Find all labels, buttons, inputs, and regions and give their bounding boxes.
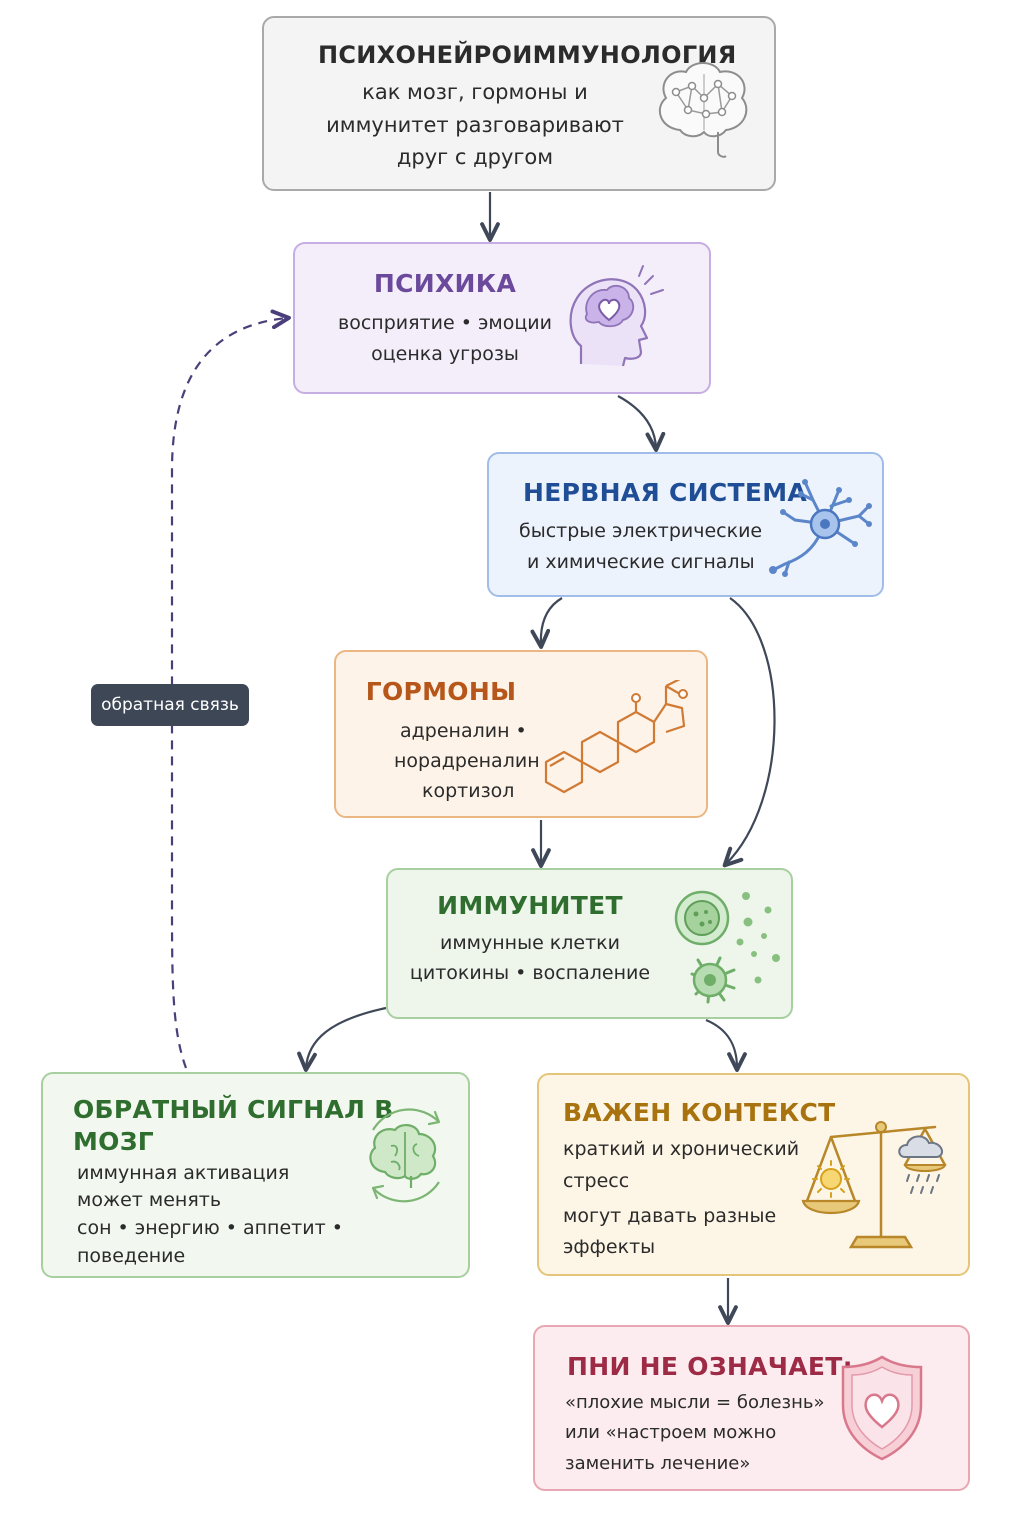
nervous-system-box: НЕРВНАЯ СИСТЕМА быстрые электрические и … — [487, 452, 884, 597]
pni-not-means-box: ПНИ НЕ ОЗНАЧАЕТ: «плохие мысли = болезнь… — [533, 1325, 970, 1491]
brain-network-icon — [658, 62, 748, 158]
feedback-dashed-arrow — [170, 309, 291, 1069]
hormones-box: ГОРМОНЫ адреналин • норадреналин кортизо… — [334, 650, 708, 818]
context-line-4: эффекты — [563, 1236, 656, 1258]
shield-heart-icon — [841, 1355, 923, 1461]
context-line-2: стресс — [563, 1170, 630, 1192]
context-title: ВАЖЕН КОНТЕКСТ — [563, 1098, 836, 1127]
nervous-line-2: и химические сигналы — [527, 551, 755, 573]
feedback-signal-box: ОБРАТНЫЙ СИГНАЛ В МОЗГ иммунная активаци… — [41, 1072, 470, 1278]
pni-line-2: иммунитет разговаривают — [326, 113, 624, 137]
psyche-box: ПСИХИКА восприятие • эмоции оценка угроз… — [293, 242, 711, 394]
steroid-molecule-icon — [544, 680, 688, 794]
feedback-label: обратная связь — [91, 684, 249, 726]
immunity-box: ИММУНИТЕТ иммунные клетки цитокины • вос… — [386, 868, 793, 1019]
arrow-nervous-to-immunity — [722, 597, 776, 868]
not-means-line-3: заменить лечение» — [565, 1453, 751, 1474]
context-line-1: краткий и хронический — [563, 1138, 800, 1160]
hormones-line-3: кортизол — [422, 780, 515, 802]
feedback-line-2: может менять — [77, 1189, 222, 1211]
immunity-line-1: иммунные клетки — [439, 932, 621, 954]
nervous-line-1: быстрые электрические — [519, 520, 763, 542]
context-box: ВАЖЕН КОНТЕКСТ краткий и хронический стр… — [537, 1073, 970, 1276]
feedback-title-line-1: ОБРАТНЫЙ СИГНАЛ В — [73, 1095, 394, 1124]
hormones-line-1: адреналин • — [400, 720, 527, 742]
hormones-title: ГОРМОНЫ — [365, 677, 517, 706]
arrow-psyche-to-nervous — [617, 395, 666, 452]
not-means-line-2: или «настроем можно — [565, 1422, 777, 1443]
feedback-title-line-2: МОЗГ — [73, 1127, 155, 1156]
immunity-line-2: цитокины • воспаление — [409, 962, 651, 984]
not-means-line-1: «плохие мысли = болезнь» — [565, 1392, 825, 1413]
arrow-immunity-to-feedback — [297, 1006, 387, 1072]
brain-cycle-icon — [369, 1108, 441, 1203]
not-means-title: ПНИ НЕ ОЗНАЧАЕТ: — [567, 1352, 853, 1381]
context-line-3: могут давать разные — [563, 1205, 777, 1227]
head-heart-icon — [569, 265, 664, 367]
pni-line-1: как мозг, гормоны и — [362, 80, 588, 104]
pni-line-3: друг с другом — [396, 145, 554, 169]
pni-title: ПСИХОНЕЙРОИММУНОЛОГИЯ — [318, 41, 737, 69]
arrow-nervous-to-hormones — [530, 597, 563, 649]
balance-scale-icon — [801, 1121, 947, 1249]
psyche-title: ПСИХИКА — [373, 269, 517, 298]
neuron-icon — [769, 479, 872, 577]
nervous-title: НЕРВНАЯ СИСТЕМА — [523, 478, 808, 507]
feedback-line-1: иммунная активация — [77, 1162, 290, 1184]
pni-box: ПСИХОНЕЙРОИММУНОЛОГИЯ как мозг, гормоны … — [262, 16, 776, 191]
feedback-line-3: сон • энергию • аппетит • — [77, 1217, 343, 1239]
immunity-title: ИММУНИТЕТ — [437, 891, 623, 920]
psyche-line-2: оценка угрозы — [371, 343, 519, 365]
psyche-line-1: восприятие • эмоции — [338, 312, 552, 334]
feedback-line-4: поведение — [77, 1245, 186, 1267]
immune-cells-icon — [674, 890, 780, 1004]
arrow-immunity-to-context — [705, 1018, 747, 1072]
hormones-line-2: норадреналин — [394, 750, 540, 772]
